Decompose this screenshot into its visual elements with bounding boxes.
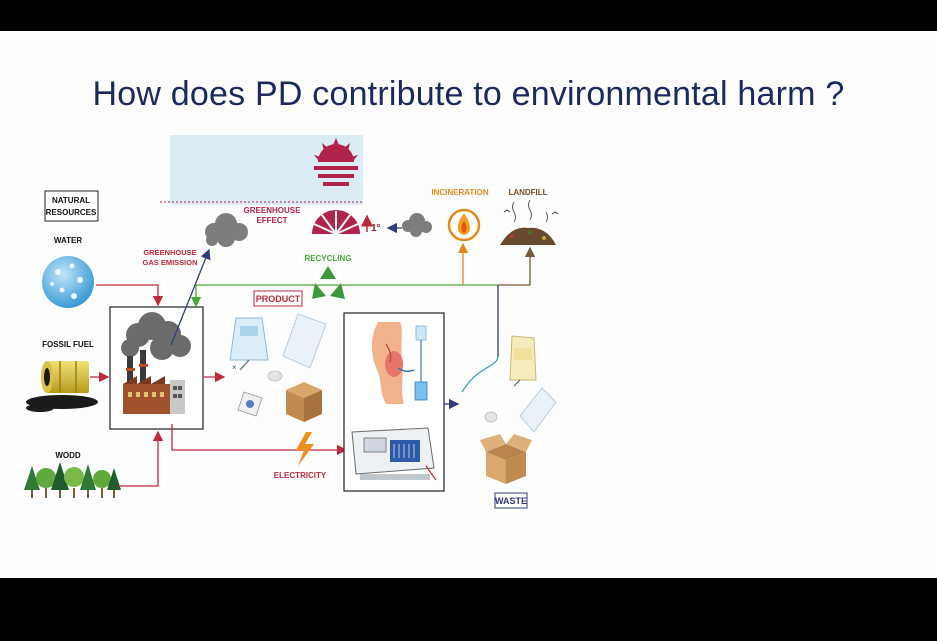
greenhouse-dome-icon [312, 210, 373, 235]
waste-label: WASTE [495, 496, 527, 506]
natural-resources-box [44, 190, 99, 222]
ghg-emission-label-line2: GAS EMISSION [142, 258, 197, 267]
incineration-label: INCINERATION [431, 188, 488, 197]
fossil-fuel-label: FOSSIL FUEL [42, 340, 94, 349]
water-drop-icon [42, 256, 94, 308]
incineration-flame-icon [447, 208, 481, 242]
product-label-box [253, 290, 303, 307]
patient-abdomen-icon [371, 322, 415, 404]
natural-resources-label-line2: RESOURCES [46, 208, 97, 217]
electricity-label: ELECTRICITY [274, 471, 327, 480]
electricity-bolt-icon [296, 432, 314, 466]
temperature-label: 1° [371, 223, 381, 234]
product-label: PRODUCT [256, 294, 301, 304]
slide-title: How does PD contribute to environmental … [92, 75, 845, 113]
dialysis-bag-icon: × [229, 317, 269, 372]
to-landfill-arrow [498, 246, 536, 286]
tubing-set-icon [237, 391, 263, 417]
used-pouch-icon [519, 387, 557, 433]
slide: How does PD contribute to environmental … [0, 31, 937, 578]
cycler-machine-icon [351, 427, 437, 481]
sun-icon [314, 138, 358, 186]
water-label: WATER [54, 236, 83, 245]
cardboard-box-icon [286, 382, 322, 422]
landfill-icon [500, 199, 559, 245]
emission-cloud-icon [205, 213, 248, 247]
used-bag-icon [509, 335, 537, 387]
emission-arrow [170, 248, 211, 346]
oil-barrel-icon [26, 361, 98, 412]
recycling-arrow [190, 284, 463, 308]
used-cap-icon [484, 411, 498, 423]
recycling-label: RECYCLING [304, 254, 351, 263]
greenhouse-effect-label-line2: EFFECT [256, 216, 287, 225]
waste-label-box [494, 492, 528, 509]
used-tubing-icon [461, 355, 499, 393]
svg-text:×: × [232, 363, 237, 372]
incineration-smoke-icon [402, 213, 432, 237]
pd-environment-diagram: 1° GREENHOUSE EFFECT INCINERATION L [24, 135, 559, 509]
recycling-icon [312, 266, 345, 299]
resource-input-arrows [90, 284, 348, 487]
dialysate-bag-icon [414, 325, 428, 401]
forest-icon [24, 462, 121, 498]
cap-icon [267, 370, 283, 382]
sterile-pouch-icon [282, 313, 327, 369]
ghg-emission-label-line1: GREENHOUSE [143, 248, 196, 257]
wood-label: WODD [55, 451, 81, 460]
factory-icon [121, 312, 191, 414]
landfill-label: LANDFILL [508, 188, 547, 197]
open-box-icon [480, 434, 532, 484]
natural-resources-label-line1: NATURAL [52, 196, 90, 205]
greenhouse-effect-label-line1: GREENHOUSE [244, 206, 302, 215]
